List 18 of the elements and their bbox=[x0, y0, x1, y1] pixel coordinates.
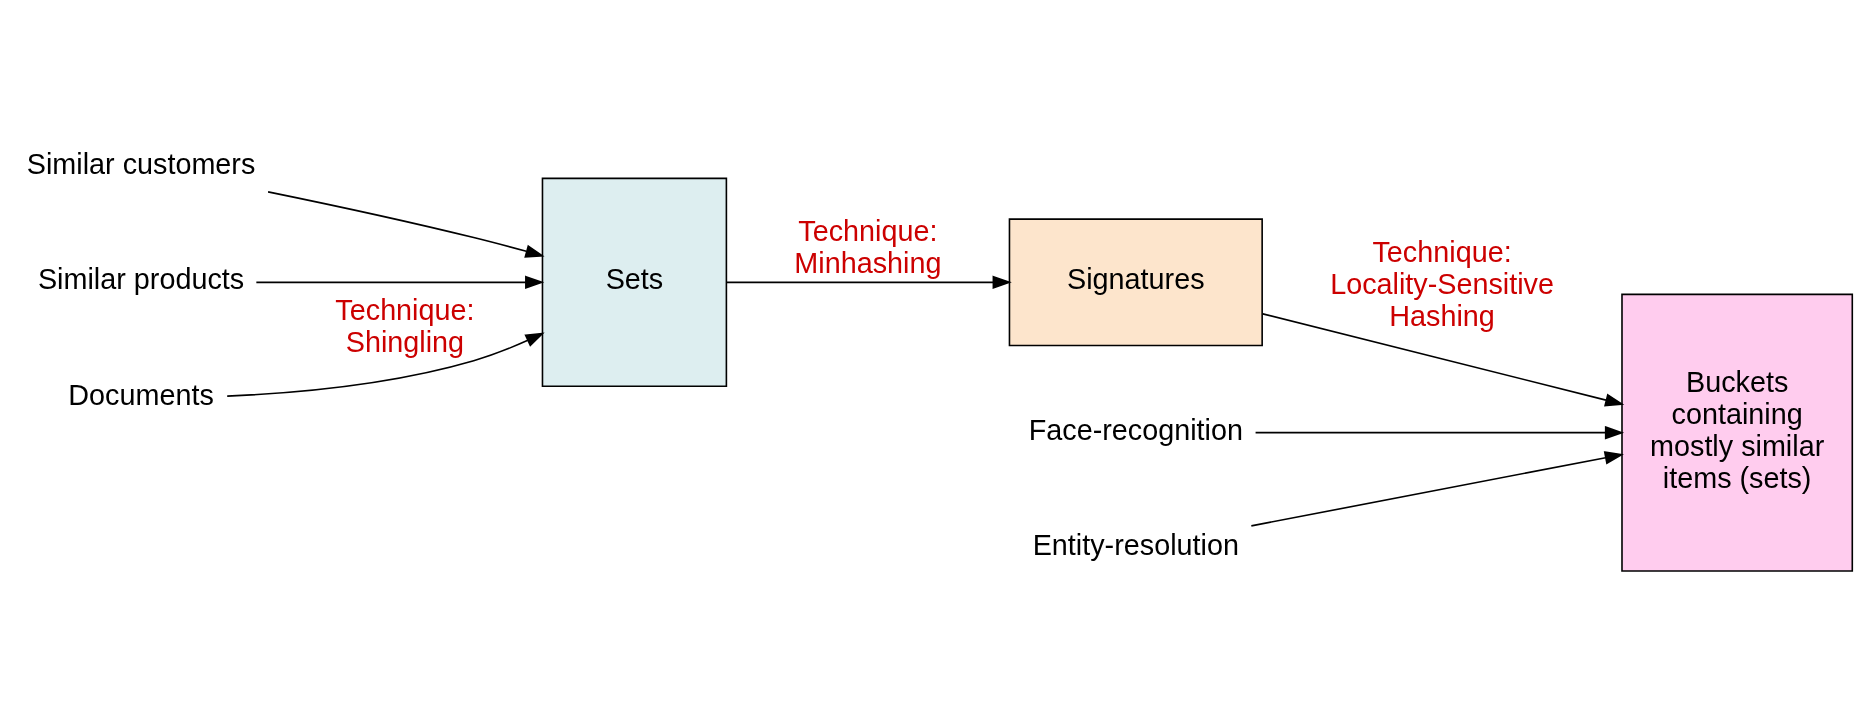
node-text: Entity-resolution bbox=[1032, 528, 1239, 561]
arrow bbox=[255, 275, 545, 290]
arrow bbox=[1254, 425, 1625, 440]
node-text: Face-recognition bbox=[1028, 413, 1243, 446]
node-text: Documents bbox=[68, 378, 214, 411]
node-text: Similar customers bbox=[26, 148, 256, 181]
node-box: Sets bbox=[541, 177, 728, 388]
arrow bbox=[267, 191, 545, 258]
node-box: Buckets containing mostly similar items (sets) bbox=[1621, 293, 1854, 572]
node-box: Signatures bbox=[1008, 218, 1263, 347]
edge-label: Technique: Minhashing bbox=[794, 215, 942, 280]
node-text: Similar products bbox=[37, 263, 245, 296]
edge-label: Technique: Shingling bbox=[335, 293, 475, 358]
edge-label: Technique: Locality-Sensitive Hashing bbox=[1330, 236, 1554, 333]
arrow bbox=[726, 275, 1012, 290]
arrow bbox=[1250, 451, 1624, 527]
arrow bbox=[1262, 313, 1625, 407]
arrow bbox=[226, 332, 545, 397]
